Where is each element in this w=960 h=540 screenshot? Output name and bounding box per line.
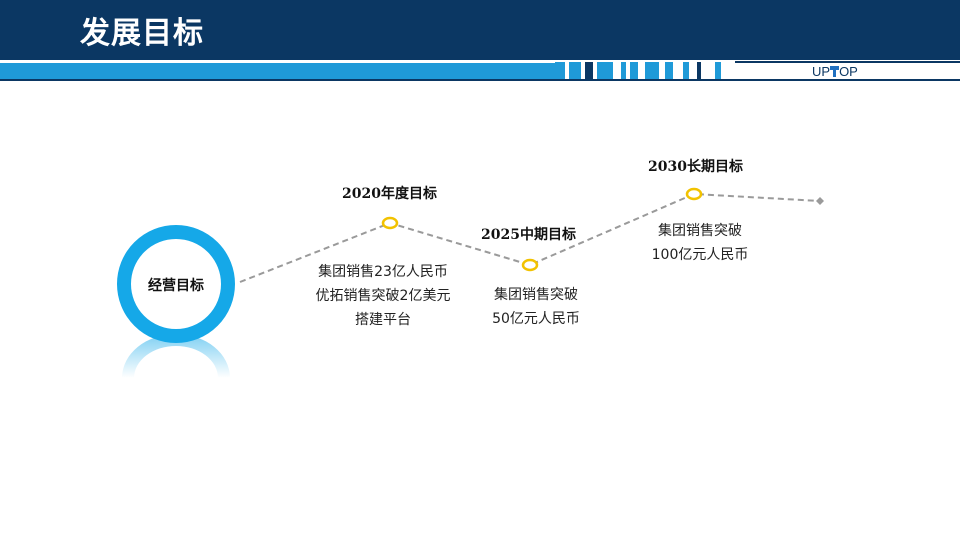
milestone-node — [521, 258, 539, 272]
milestone-node — [685, 187, 703, 201]
accent-bar — [0, 63, 555, 79]
milestone-desc: 集团销售突破 100亿元人民币 — [642, 219, 758, 267]
desc-line: 100亿元人民币 — [651, 247, 749, 263]
goal-ring — [117, 225, 235, 343]
header-bar: 发展目标 — [0, 0, 960, 60]
desc-line: 集团销售突破 — [658, 223, 742, 239]
divider — [735, 61, 960, 63]
milestone-title: 2020年度目标 — [342, 186, 437, 202]
decorative-stripes — [555, 62, 735, 80]
center-label: 经营目标 — [148, 278, 204, 294]
milestone-title: 2025中期目标 — [481, 227, 576, 243]
logo-area — [735, 62, 960, 80]
desc-line: 集团销售23亿人民币 — [318, 264, 448, 280]
milestone-node — [381, 216, 399, 230]
milestone-title: 2030长期目标 — [648, 159, 743, 175]
divider — [0, 79, 960, 81]
milestone-desc: 集团销售突破 50亿元人民币 — [478, 283, 594, 331]
t-icon — [830, 66, 840, 77]
milestone-desc: 集团销售23亿人民币 优拓销售突破2亿美元 搭建平台 — [300, 260, 466, 332]
ring-reflection — [122, 334, 230, 378]
desc-line: 50亿元人民币 — [492, 311, 580, 327]
desc-line: 优拓销售突破2亿美元 — [315, 288, 451, 304]
arrow-end-icon — [816, 197, 824, 205]
page-title: 发展目标 — [80, 16, 204, 51]
desc-line: 搭建平台 — [355, 312, 411, 328]
desc-line: 集团销售突破 — [494, 287, 578, 303]
